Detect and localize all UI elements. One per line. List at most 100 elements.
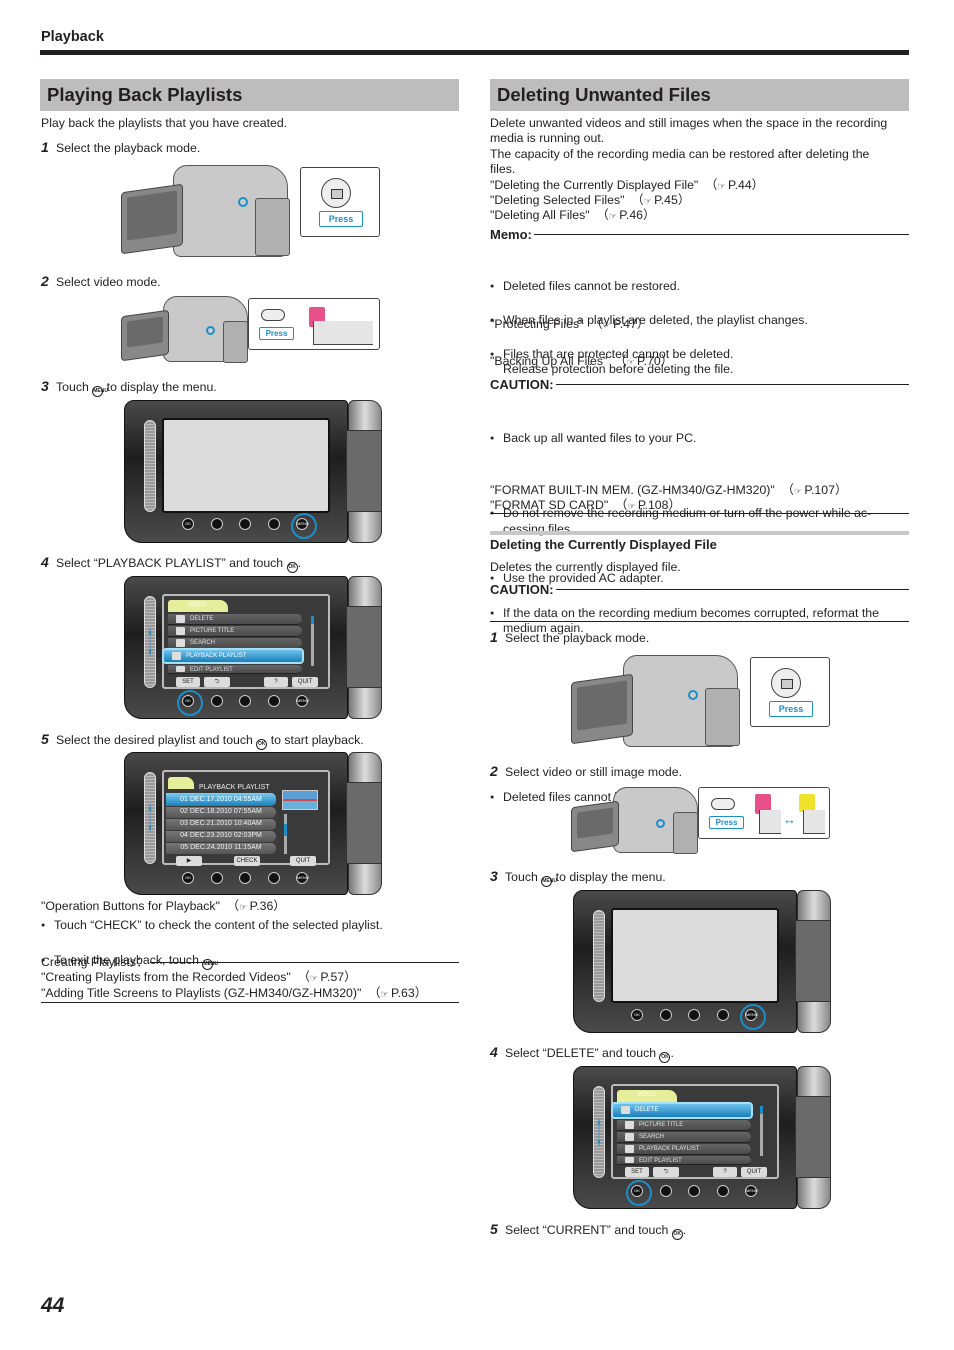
ref-deleting-selected-files[interactable]: "Deleting Selected Files" （☞ P.45） xyxy=(490,193,691,207)
step-text: to display the menu. xyxy=(103,380,217,394)
header-rule xyxy=(40,50,909,55)
lcd-button-row: OK MENU xyxy=(177,690,309,716)
step-text: to display the menu. xyxy=(552,870,666,884)
camcorder-lcd xyxy=(571,673,633,745)
creating-playlists-label: Creating Playlists： xyxy=(41,955,459,971)
ok-button: OK xyxy=(182,872,194,884)
mode-indicator-box xyxy=(803,810,825,834)
ok-button-glyph: OK xyxy=(286,562,298,573)
menu-item: PICTURE TITLE xyxy=(168,626,302,637)
subsection-title: Deleting the Currently Displayed File xyxy=(490,537,717,552)
intro-line: media is running out. xyxy=(490,131,605,145)
ref-page: P.63 xyxy=(391,986,415,1000)
menu-button-highlighted: MENU xyxy=(740,1004,766,1030)
ok-button: OK xyxy=(182,518,194,530)
ref-page: P.44 xyxy=(727,178,752,192)
ref-text: "Protecting Files" xyxy=(490,317,584,331)
playback-button-highlight xyxy=(238,197,248,207)
step-text: to start playback. xyxy=(267,733,364,747)
touch-button xyxy=(210,695,223,707)
touch-button xyxy=(267,695,280,707)
lcd-screen xyxy=(162,418,330,513)
ok-button: OK xyxy=(631,1009,643,1021)
press-label: Press xyxy=(319,211,363,227)
menu-button-glyph: MENU xyxy=(541,876,557,887)
ref-adding-title-screens[interactable]: "Adding Title Screens to Playlists (GZ-H… xyxy=(41,986,428,1000)
quit-soft-button: QUIT xyxy=(292,677,318,687)
playlist-scrollbar-thumb xyxy=(284,824,287,836)
menu-button-glyph: MENU xyxy=(202,958,218,970)
step-number: 4 xyxy=(490,1044,498,1060)
ref-page: P.46 xyxy=(619,208,643,222)
ref-creating-playlists[interactable]: "Creating Playlists from the Recorded Vi… xyxy=(41,970,357,984)
playback-mode-button-icon xyxy=(321,178,351,208)
video-tab-icon xyxy=(168,777,194,789)
playlist-item: 02 DEC.18.2010 07:55AM xyxy=(166,807,276,818)
callout-box: Press xyxy=(300,167,380,237)
menu-item-selected: DELETE xyxy=(611,1102,753,1119)
mode-indicator-box xyxy=(313,321,373,345)
touch-button xyxy=(659,1009,672,1021)
ref-page: P.47 xyxy=(613,317,637,331)
step-text: . xyxy=(682,1223,687,1237)
ref-format-built-in-mem[interactable]: "FORMAT BUILT-IN MEM. (GZ-HM340/GZ-HM320… xyxy=(490,483,848,497)
ok-button-glyph: OK xyxy=(671,1229,683,1240)
lcd-delete-menu-illustration: VIDEO DELETE PICTURE TITLE SEARCH PLAYBA… xyxy=(573,1066,831,1209)
touch-button xyxy=(716,1009,729,1021)
menu-tab-video: VIDEO xyxy=(168,600,228,612)
still-image-mode-icon xyxy=(799,794,815,812)
menu-button: MENU xyxy=(745,1185,758,1197)
touch-button xyxy=(239,518,251,530)
ref-deleting-all-files[interactable]: "Deleting All Files" （☞ P.46） xyxy=(490,208,656,222)
video-mode-icon xyxy=(755,794,771,814)
playback-button-highlight xyxy=(688,690,698,700)
callout-box: Press xyxy=(750,657,830,727)
playlist-screen-title: PLAYBACK PLAYLIST xyxy=(199,784,270,791)
step-text: Select “DELETE” and touch xyxy=(505,1046,660,1060)
touch-button xyxy=(239,872,251,884)
menu-item-label: PLAYBACK PLAYLIST xyxy=(186,653,247,659)
ref-format-sd-card[interactable]: "FORMAT SD CARD" （☞ P.108） xyxy=(490,498,681,512)
touch-button xyxy=(210,872,223,884)
touch-button xyxy=(688,1185,700,1197)
menu-item-label: DELETE xyxy=(190,616,214,622)
menu-item-label: PICTURE TITLE xyxy=(190,628,235,634)
caution-rule xyxy=(555,384,909,386)
ref-page: P.36 xyxy=(249,899,274,913)
subsection-caution-heading: CAUTION: xyxy=(490,582,909,598)
ref-protecting-files[interactable]: "Protecting Files" （☞ P.47） xyxy=(490,317,650,331)
press-label: Press xyxy=(259,327,294,340)
ref-backing-up-all-files[interactable]: "Backing Up All Files" （☞ P.70） xyxy=(490,354,674,368)
menu-item-label: SEARCH xyxy=(639,1134,665,1140)
step-number: 1 xyxy=(41,139,49,155)
menu-scrollbar-thumb xyxy=(760,1106,763,1114)
touch-button xyxy=(267,518,280,530)
menu-item: PICTURE TITLE xyxy=(617,1120,751,1131)
section-title-deleting-unwanted-files: Deleting Unwanted Files xyxy=(490,79,909,111)
running-header: Playback xyxy=(41,29,104,45)
lcd-blank-screen-illustration: OK MENU xyxy=(124,400,382,543)
touch-button xyxy=(267,872,280,884)
mode-toggle-arrow-icon: ↔ xyxy=(783,812,796,827)
ref-text: "FORMAT SD CARD" xyxy=(490,498,609,512)
touch-slider xyxy=(593,1086,605,1178)
reference-pointer-icon: ☞ xyxy=(717,181,725,191)
camcorder-playback-illustration: Press xyxy=(568,650,833,755)
camcorder-lens xyxy=(223,321,248,363)
reference-pointer-icon: ☞ xyxy=(608,211,617,221)
reference-pointer-icon: ☞ xyxy=(627,501,635,511)
mode-switch-icon xyxy=(261,309,285,321)
lcd-button-row: OK MENU xyxy=(182,872,309,884)
ref-operation-buttons[interactable]: "Operation Buttons for Playback" （☞ P.36… xyxy=(41,899,286,913)
bullet-line: Files that are protected cannot be delet… xyxy=(503,346,734,361)
intro-line: Delete unwanted videos and still images … xyxy=(490,116,888,130)
memo-bullet: Back up all wanted files to your PC. xyxy=(490,431,954,447)
memo-rule xyxy=(533,234,909,236)
step-number: 2 xyxy=(490,763,498,779)
ref-deleting-current-file[interactable]: "Deleting the Currently Displayed File" … xyxy=(490,178,764,192)
check-soft-button: CHECK xyxy=(234,856,260,866)
caution-rule xyxy=(555,589,909,591)
lcd-hinge-center xyxy=(795,920,831,1002)
